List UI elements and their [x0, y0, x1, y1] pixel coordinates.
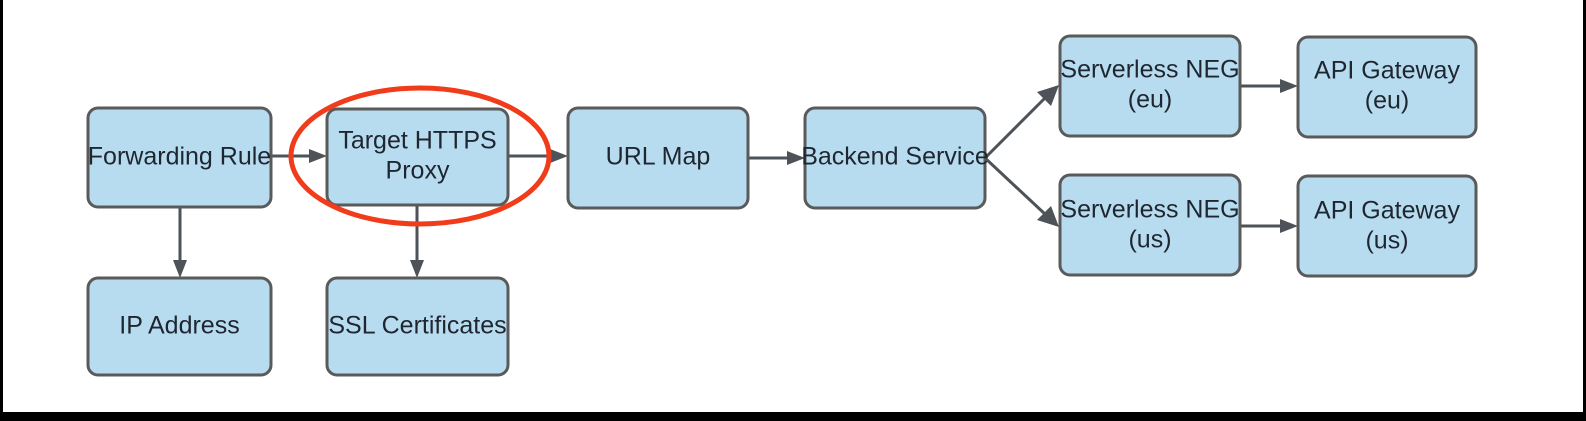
node-target-https-proxy-box[interactable]: [325, 107, 510, 207]
edge-backend-service-to-serverless-neg-us: [983, 156, 1059, 227]
target-https-proxy-highlight-ellipse: [288, 85, 552, 227]
node-forwarding-rule-box[interactable]: [86, 106, 273, 209]
architecture-diagram: Forwarding Rule Target HTTPS Proxy URL M…: [86, 34, 1478, 377]
node-serverless-neg-eu-box[interactable]: [1058, 34, 1242, 138]
node-target-https-proxy[interactable]: Target HTTPS Proxy: [325, 107, 510, 207]
node-api-gateway-eu-label-line2: (eu): [1365, 87, 1409, 115]
node-api-gateway-us-box[interactable]: [1296, 174, 1478, 278]
node-backend-service[interactable]: Backend Service: [801, 106, 989, 210]
node-url-map[interactable]: URL Map: [566, 106, 750, 210]
node-serverless-neg-eu-label-line2: (eu): [1128, 86, 1172, 114]
node-ip-address-box[interactable]: [86, 276, 273, 377]
edge-forwarding-rule-to-target-https-proxy: [271, 149, 327, 163]
node-serverless-neg-eu-label-line1: Serverless NEG: [1060, 56, 1239, 84]
node-serverless-neg-us-box[interactable]: [1058, 173, 1242, 277]
edge-serverless-neg-us-to-api-gateway-us: [1240, 219, 1298, 233]
node-ip-address[interactable]: IP Address: [86, 276, 273, 377]
edge-target-https-proxy-to-ssl-certificates: [410, 205, 424, 278]
node-backend-service-label: Backend Service: [801, 143, 989, 171]
edge-url-map-to-backend-service: [748, 151, 805, 165]
edge-backend-service-to-serverless-neg-eu: [983, 85, 1059, 160]
node-ssl-certificates[interactable]: SSL Certificates: [325, 276, 510, 377]
node-api-gateway-eu-box[interactable]: [1296, 35, 1478, 139]
node-target-https-proxy-label-line1: Target HTTPS: [338, 127, 496, 155]
node-api-gateway-eu-label-line1: API Gateway: [1314, 57, 1460, 85]
node-serverless-neg-us-label-line2: (us): [1128, 226, 1171, 254]
node-backend-service-box[interactable]: [803, 106, 987, 210]
node-forwarding-rule-label: Forwarding Rule: [88, 143, 271, 171]
node-ssl-certificates-box[interactable]: [325, 276, 510, 377]
edge-target-https-proxy-to-url-map: [508, 149, 568, 163]
edge-serverless-neg-eu-to-api-gateway-eu: [1240, 79, 1298, 93]
node-api-gateway-us-label-line1: API Gateway: [1314, 197, 1460, 225]
node-ip-address-label: IP Address: [119, 312, 239, 340]
node-api-gateway-eu[interactable]: API Gateway (eu): [1296, 35, 1478, 139]
node-api-gateway-us[interactable]: API Gateway (us): [1296, 174, 1478, 278]
node-target-https-proxy-label-line2: Proxy: [386, 157, 450, 185]
node-ssl-certificates-label: SSL Certificates: [328, 312, 506, 340]
node-api-gateway-us-label-line2: (us): [1365, 227, 1408, 255]
node-serverless-neg-us[interactable]: Serverless NEG (us): [1058, 173, 1242, 277]
node-url-map-label: URL Map: [606, 143, 711, 171]
node-serverless-neg-eu[interactable]: Serverless NEG (eu): [1058, 34, 1242, 138]
node-forwarding-rule[interactable]: Forwarding Rule: [86, 106, 273, 209]
edge-forwarding-rule-to-ip-address: [173, 207, 187, 278]
node-url-map-box[interactable]: [566, 106, 750, 210]
node-serverless-neg-us-label-line1: Serverless NEG: [1060, 196, 1239, 224]
